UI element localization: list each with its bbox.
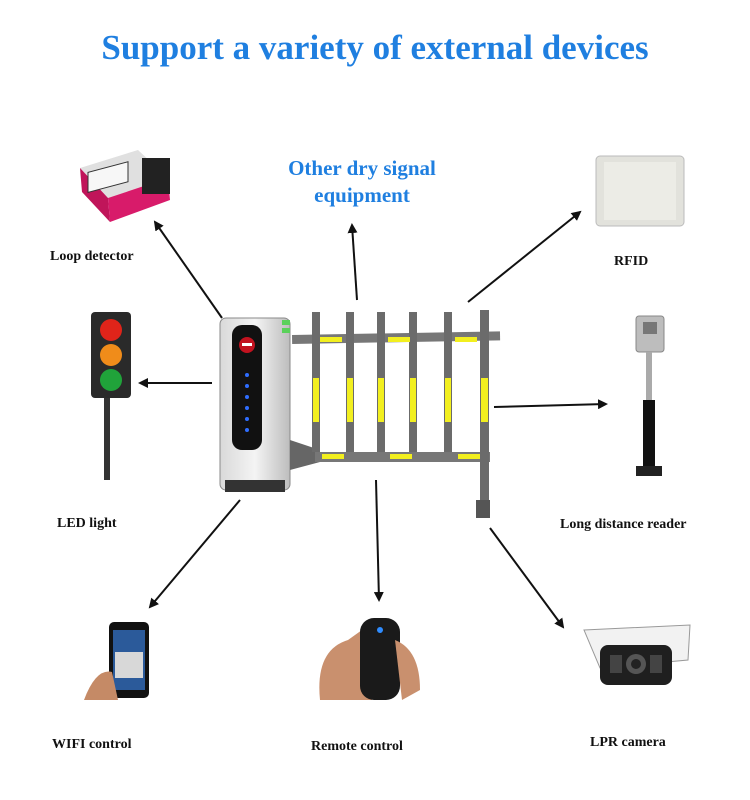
arrow-loop-detector	[153, 220, 223, 319]
arrow-remote-control	[373, 479, 384, 602]
arrow-lpr-camera	[489, 527, 565, 629]
arrow-other-dry-signal	[347, 223, 358, 301]
lpr-camera-label: LPR camera	[590, 735, 666, 750]
remote-control-device	[319, 618, 420, 700]
connection-arrows	[138, 210, 608, 629]
page-title: Support a variety of external devices	[101, 28, 649, 67]
rfid-reader-device	[595, 155, 685, 227]
loop-detector-device	[80, 150, 170, 222]
lpr-camera-device	[583, 624, 691, 685]
led-light-label: LED light	[57, 516, 117, 531]
barrier-gate	[219, 310, 501, 518]
wifi-phone-device	[84, 622, 149, 700]
traffic-light-device	[91, 312, 131, 480]
wifi-control-label: WIFI control	[52, 737, 132, 752]
other-dry-signal-label: Other dry signal equipment	[262, 155, 462, 209]
fence-arm	[292, 310, 501, 518]
rfid-label: RFID	[614, 254, 649, 269]
long-distance-reader-device	[635, 315, 665, 476]
other-dry-signal-line-1: Other dry signal	[288, 156, 436, 180]
loop-detector-label: Loop detector	[50, 249, 134, 264]
arrow-long-distance-reader	[493, 399, 608, 410]
long-distance-reader-label: Long distance reader	[560, 517, 687, 532]
arrow-wifi-control	[148, 499, 241, 609]
remote-control-label: Remote control	[311, 739, 403, 754]
other-dry-signal-line-2: equipment	[314, 183, 410, 207]
arrow-rfid	[467, 210, 582, 303]
